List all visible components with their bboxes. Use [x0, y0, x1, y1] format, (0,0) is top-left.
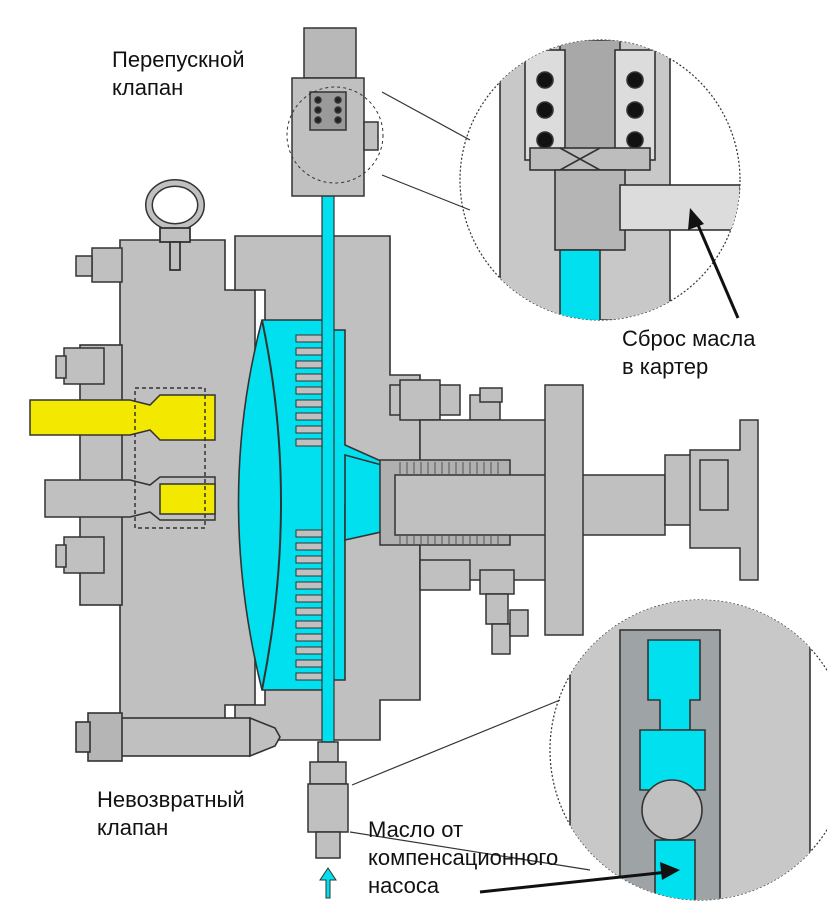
left-top-bolt: [75, 247, 123, 283]
plate-slot: [295, 620, 323, 629]
plate-slot: [295, 607, 323, 616]
bottom-nut: [87, 712, 123, 762]
plate-slot: [295, 581, 323, 590]
oil-from-pump-label: Масло от компенсационного насоса: [368, 817, 559, 898]
bypass-valve-label: Перепускной клапан: [112, 47, 245, 100]
plate-slot: [295, 334, 323, 343]
leader-lines: [349, 91, 591, 871]
check-valve-detail: [549, 599, 827, 901]
upper-port: [29, 394, 216, 441]
plate-slot: [295, 529, 323, 538]
plate-slot: [295, 347, 323, 356]
plate-slot: [295, 425, 323, 434]
shaft-threads: [399, 462, 499, 545]
plate-slot: [295, 568, 323, 577]
diaphragm-curve: [261, 319, 282, 691]
bottom-bolt-tip: [249, 716, 281, 758]
plate-slot: [295, 360, 323, 369]
plate-slot: [295, 438, 323, 447]
up-arrow-icon: [319, 867, 337, 899]
plate-slot: [295, 659, 323, 668]
arrow-icon: [479, 862, 680, 894]
valve-box: [134, 387, 206, 529]
plate-slot: [295, 633, 323, 642]
oil-to-crankcase-label: Сброс масла в картер: [622, 326, 756, 379]
bypass-detail-outline: [286, 86, 384, 184]
plate-slot: [295, 594, 323, 603]
left-side-bolts: [55, 347, 105, 574]
oil-channel: [321, 149, 335, 751]
drive-assembly: [379, 379, 759, 655]
plate-slot: [295, 399, 323, 408]
plate-slot: [295, 412, 323, 421]
plate-slot: [295, 542, 323, 551]
check-valve-assembly: [307, 741, 349, 859]
plate-slot: [295, 672, 323, 681]
plate-slot: [295, 386, 323, 395]
plate-slot: [295, 646, 323, 655]
plate-slot: [295, 373, 323, 382]
arrow-icon: [688, 208, 740, 319]
plate-slot: [295, 555, 323, 564]
eye-bolt: [145, 179, 205, 271]
suction-discharge-ports: [29, 387, 216, 529]
check-valve-label: Невозвратный клапан: [97, 787, 245, 840]
bypass-valve-detail: [459, 39, 741, 321]
bypass-valve-assembly: [286, 27, 384, 197]
bottom-bolt-bar: [119, 717, 251, 757]
